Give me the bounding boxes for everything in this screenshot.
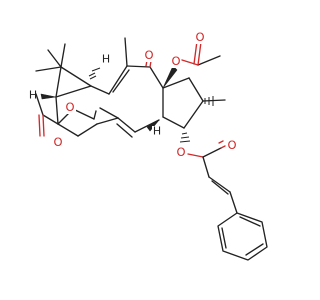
ketone-oxygen: O xyxy=(143,48,155,62)
oxygen-label-7: O xyxy=(227,138,236,152)
molecule-diagram: H H O xyxy=(28,30,268,261)
acetate-ester: O O xyxy=(162,30,221,89)
cyclopentane-ring xyxy=(162,77,204,129)
stereo-hydrogen-top: H xyxy=(88,53,111,80)
acetyl-group: O xyxy=(35,93,64,149)
phenyl-ring xyxy=(217,212,268,261)
macrocycle-methyls xyxy=(99,107,119,119)
hydrogen-label-2: H xyxy=(29,89,37,102)
bridge-oxygen: O xyxy=(64,100,76,114)
oxygen-label-4: O xyxy=(171,54,180,68)
macrocycle-bonds xyxy=(55,37,164,138)
oxygen-label: O xyxy=(144,48,153,62)
cinnamate-ester: O O xyxy=(175,132,238,214)
stereo-hydrogen-ring: H xyxy=(146,119,162,138)
oxygen-label-2: O xyxy=(65,100,74,114)
hydrogen-label: H xyxy=(102,53,110,66)
oxygen-label-3: O xyxy=(53,135,62,149)
molecule-structure: H H O xyxy=(28,30,268,261)
oxygen-label-5: O xyxy=(195,30,204,44)
hydrogen-label-3: H xyxy=(153,125,161,138)
stereo-hydrogen-left: H xyxy=(28,89,57,102)
oxygen-label-6: O xyxy=(176,145,185,159)
cyclopropane-ring xyxy=(35,43,92,98)
ring-methyl xyxy=(202,96,226,106)
